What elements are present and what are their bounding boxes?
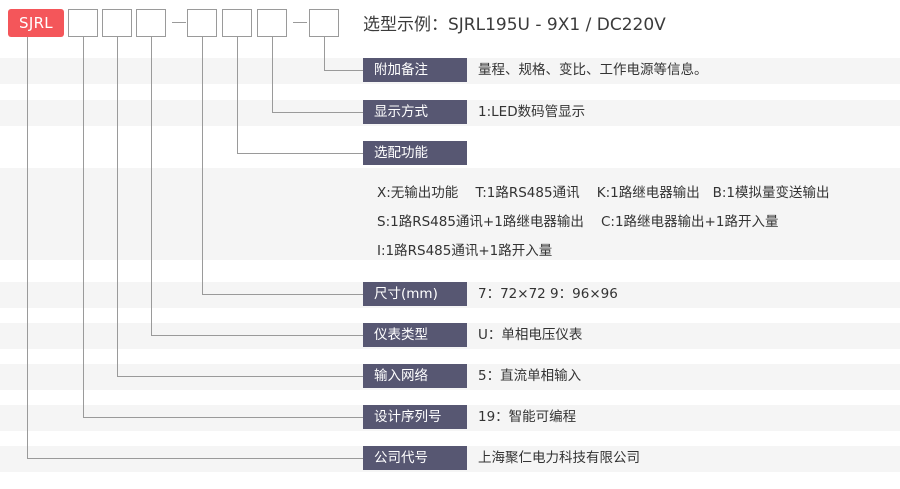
code-separator-2	[293, 22, 307, 23]
row-label-network: 输入网络	[363, 364, 467, 388]
row-value-size: 7：72×72 9：96×96	[478, 286, 618, 302]
row-value-company: 上海聚仁电力科技有限公司	[478, 450, 640, 466]
code-box-5[interactable]	[222, 9, 252, 37]
code-box-1[interactable]	[68, 9, 98, 37]
page-title: 选型示例：SJRL195U - 9X1 / DC220V	[363, 15, 666, 35]
brand-badge: SJRL	[8, 9, 64, 37]
optional-function-line-3: I:1路RS485通讯+1路开入量	[377, 243, 553, 259]
connector-h-box2	[117, 376, 363, 377]
connector-v-box2	[117, 37, 118, 377]
row-strip-optional-detail	[0, 168, 900, 260]
row-label-optional: 选配功能	[363, 141, 467, 165]
code-box-6[interactable]	[257, 9, 287, 37]
code-box-4[interactable]	[187, 9, 217, 37]
code-box-3[interactable]	[136, 9, 166, 37]
connector-h-box7	[324, 70, 363, 71]
row-label-remarks: 附加备注	[363, 58, 467, 82]
connector-v-box6	[272, 37, 273, 113]
connector-v-brand	[27, 37, 28, 459]
code-separator-1	[172, 22, 186, 23]
connector-v-box5	[237, 37, 238, 154]
connector-h-box1	[83, 417, 363, 418]
connector-v-box1	[83, 37, 84, 418]
row-label-type: 仪表类型	[363, 323, 467, 347]
optional-function-line-1: X:无输出功能 T:1路RS485通讯 K:1路继电器输出 B:1模拟量变送输出	[377, 185, 830, 201]
connector-v-box4	[202, 37, 203, 295]
row-value-network: 5：直流单相输入	[478, 368, 582, 384]
row-label-serial: 设计序列号	[363, 405, 467, 429]
row-value-type: U：单相电压仪表	[478, 327, 583, 343]
row-value-remarks: 量程、规格、变比、工作电源等信息。	[478, 62, 708, 78]
connector-v-box3	[151, 37, 152, 336]
connector-h-box4	[202, 294, 363, 295]
connector-h-box5	[237, 153, 363, 154]
row-label-company: 公司代号	[363, 446, 467, 470]
connector-h-brand	[27, 458, 363, 459]
code-box-7[interactable]	[309, 9, 339, 37]
row-label-size: 尺寸(mm)	[363, 282, 467, 306]
connector-h-box3	[151, 335, 363, 336]
row-value-serial: 19：智能可编程	[478, 409, 577, 425]
connector-v-box7	[324, 37, 325, 71]
row-label-display: 显示方式	[363, 100, 467, 124]
optional-function-line-2: S:1路RS485通讯+1路继电器输出 C:1路继电器输出+1路开入量	[377, 214, 779, 230]
connector-h-box6	[272, 112, 363, 113]
row-value-display: 1:LED数码管显示	[478, 104, 586, 120]
code-box-2[interactable]	[102, 9, 132, 37]
